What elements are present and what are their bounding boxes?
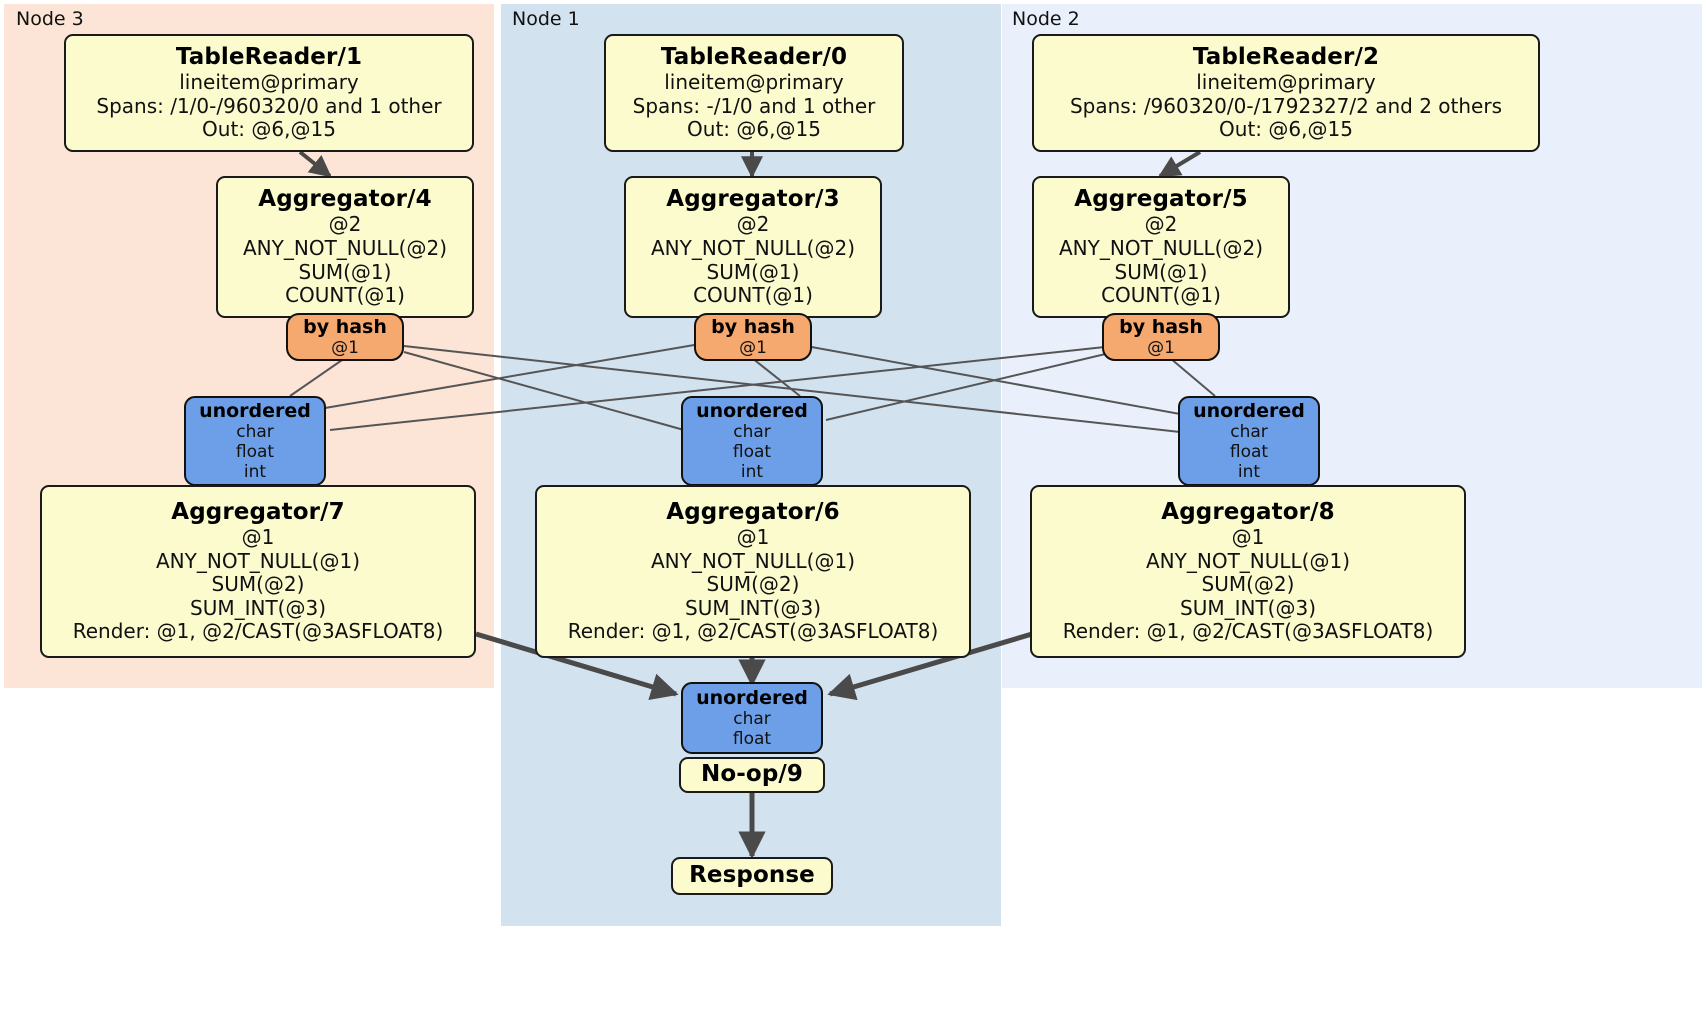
panel-label-node2: Node 2 — [1012, 8, 1080, 30]
node-line: ANY_NOT_NULL(@2) — [243, 235, 447, 260]
node-line: SUM(@1) — [706, 259, 800, 284]
node-line: COUNT(@1) — [693, 283, 813, 308]
node-title: Response — [689, 862, 815, 889]
receiver-line: float — [235, 442, 275, 463]
node-receiver-unordered-center[interactable]: unordered char float int — [681, 396, 823, 486]
node-receiver-unordered-final[interactable]: unordered char float — [681, 682, 823, 754]
node-aggregator-3[interactable]: Aggregator/3 @2 ANY_NOT_NULL(@2) SUM(@1)… — [624, 176, 882, 318]
node-aggregator-6[interactable]: Aggregator/6 @1 ANY_NOT_NULL(@1) SUM(@2)… — [535, 485, 971, 658]
receiver-line: int — [740, 462, 764, 483]
node-line: SUM_INT(@3) — [685, 595, 821, 620]
node-title: Aggregator/8 — [1161, 498, 1335, 525]
panel-label-node3: Node 3 — [16, 8, 84, 30]
node-line: @1 — [1231, 525, 1265, 550]
node-title: Aggregator/3 — [666, 186, 840, 213]
node-line: SUM(@2) — [1201, 572, 1295, 597]
node-line: @1 — [736, 525, 770, 550]
node-line: SUM(@2) — [211, 572, 305, 597]
node-title: Aggregator/7 — [171, 498, 345, 525]
receiver-line: char — [236, 422, 274, 443]
node-receiver-unordered-left[interactable]: unordered char float int — [184, 396, 326, 486]
node-aggregator-7[interactable]: Aggregator/7 @1 ANY_NOT_NULL(@1) SUM(@2)… — [40, 485, 476, 658]
receiver-line: float — [1229, 442, 1269, 463]
node-line: Out: @6,@15 — [1219, 117, 1353, 142]
node-line: Spans: /960320/0-/1792327/2 and 2 others — [1069, 93, 1502, 118]
node-line: ANY_NOT_NULL(@1) — [651, 548, 855, 573]
node-title: Aggregator/5 — [1074, 186, 1248, 213]
node-router-by-hash-right[interactable]: by hash @1 — [1102, 313, 1220, 361]
node-line: @2 — [1144, 212, 1178, 237]
node-line: ANY_NOT_NULL(@1) — [156, 548, 360, 573]
node-line: SUM(@2) — [706, 572, 800, 597]
node-aggregator-8[interactable]: Aggregator/8 @1 ANY_NOT_NULL(@1) SUM(@2)… — [1030, 485, 1466, 658]
node-line: Out: @6,@15 — [687, 117, 821, 142]
router-line: @1 — [331, 338, 359, 359]
node-response[interactable]: Response — [671, 857, 833, 895]
node-line: @1 — [241, 525, 275, 550]
router-title: by hash — [303, 315, 387, 338]
router-line: @1 — [1147, 338, 1175, 359]
node-title: No-op/9 — [701, 761, 803, 788]
node-line: SUM_INT(@3) — [190, 595, 326, 620]
node-line: Render: @1, @2/CAST(@3ASFLOAT8) — [1062, 619, 1434, 644]
receiver-line: char — [733, 422, 771, 443]
node-line: ANY_NOT_NULL(@2) — [651, 235, 855, 260]
node-line: lineitem@primary — [664, 70, 844, 95]
node-line: Spans: -/1/0 and 1 other — [632, 93, 876, 118]
router-line: @1 — [739, 338, 767, 359]
node-line: @2 — [328, 212, 362, 237]
node-line: SUM_INT(@3) — [1180, 595, 1316, 620]
node-aggregator-4[interactable]: Aggregator/4 @2 ANY_NOT_NULL(@2) SUM(@1)… — [216, 176, 474, 318]
receiver-line: int — [1237, 462, 1261, 483]
receiver-line: char — [1230, 422, 1268, 443]
node-line: ANY_NOT_NULL(@1) — [1146, 548, 1350, 573]
node-line: SUM(@1) — [298, 259, 392, 284]
receiver-title: unordered — [1193, 399, 1305, 422]
panel-label-node1: Node 1 — [512, 8, 580, 30]
node-line: @2 — [736, 212, 770, 237]
node-line: COUNT(@1) — [1101, 283, 1221, 308]
node-line: Render: @1, @2/CAST(@3ASFLOAT8) — [72, 619, 444, 644]
node-router-by-hash-center[interactable]: by hash @1 — [694, 313, 812, 361]
node-tablereader-2[interactable]: TableReader/2 lineitem@primary Spans: /9… — [1032, 34, 1540, 152]
node-title: TableReader/0 — [660, 44, 848, 71]
node-aggregator-5[interactable]: Aggregator/5 @2 ANY_NOT_NULL(@2) SUM(@1)… — [1032, 176, 1290, 318]
node-line: SUM(@1) — [1114, 259, 1208, 284]
node-line: Render: @1, @2/CAST(@3ASFLOAT8) — [567, 619, 939, 644]
node-tablereader-0[interactable]: TableReader/0 lineitem@primary Spans: -/… — [604, 34, 904, 152]
node-tablereader-1[interactable]: TableReader/1 lineitem@primary Spans: /1… — [64, 34, 474, 152]
receiver-line: float — [732, 729, 772, 750]
receiver-line: float — [732, 442, 772, 463]
node-line: COUNT(@1) — [285, 283, 405, 308]
node-noop-9[interactable]: No-op/9 — [679, 757, 825, 793]
node-title: Aggregator/4 — [258, 186, 432, 213]
node-line: Out: @6,@15 — [202, 117, 336, 142]
node-title: TableReader/1 — [175, 44, 363, 71]
node-line: lineitem@primary — [1196, 70, 1376, 95]
node-title: TableReader/2 — [1192, 44, 1380, 71]
node-receiver-unordered-right[interactable]: unordered char float int — [1178, 396, 1320, 486]
receiver-title: unordered — [696, 399, 808, 422]
router-title: by hash — [1119, 315, 1203, 338]
node-router-by-hash-left[interactable]: by hash @1 — [286, 313, 404, 361]
receiver-line: int — [243, 462, 267, 483]
receiver-title: unordered — [696, 686, 808, 709]
router-title: by hash — [711, 315, 795, 338]
receiver-title: unordered — [199, 399, 311, 422]
node-line: lineitem@primary — [179, 70, 359, 95]
receiver-line: char — [733, 709, 771, 730]
node-line: Spans: /1/0-/960320/0 and 1 other — [96, 93, 442, 118]
node-line: ANY_NOT_NULL(@2) — [1059, 235, 1263, 260]
node-title: Aggregator/6 — [666, 498, 840, 525]
